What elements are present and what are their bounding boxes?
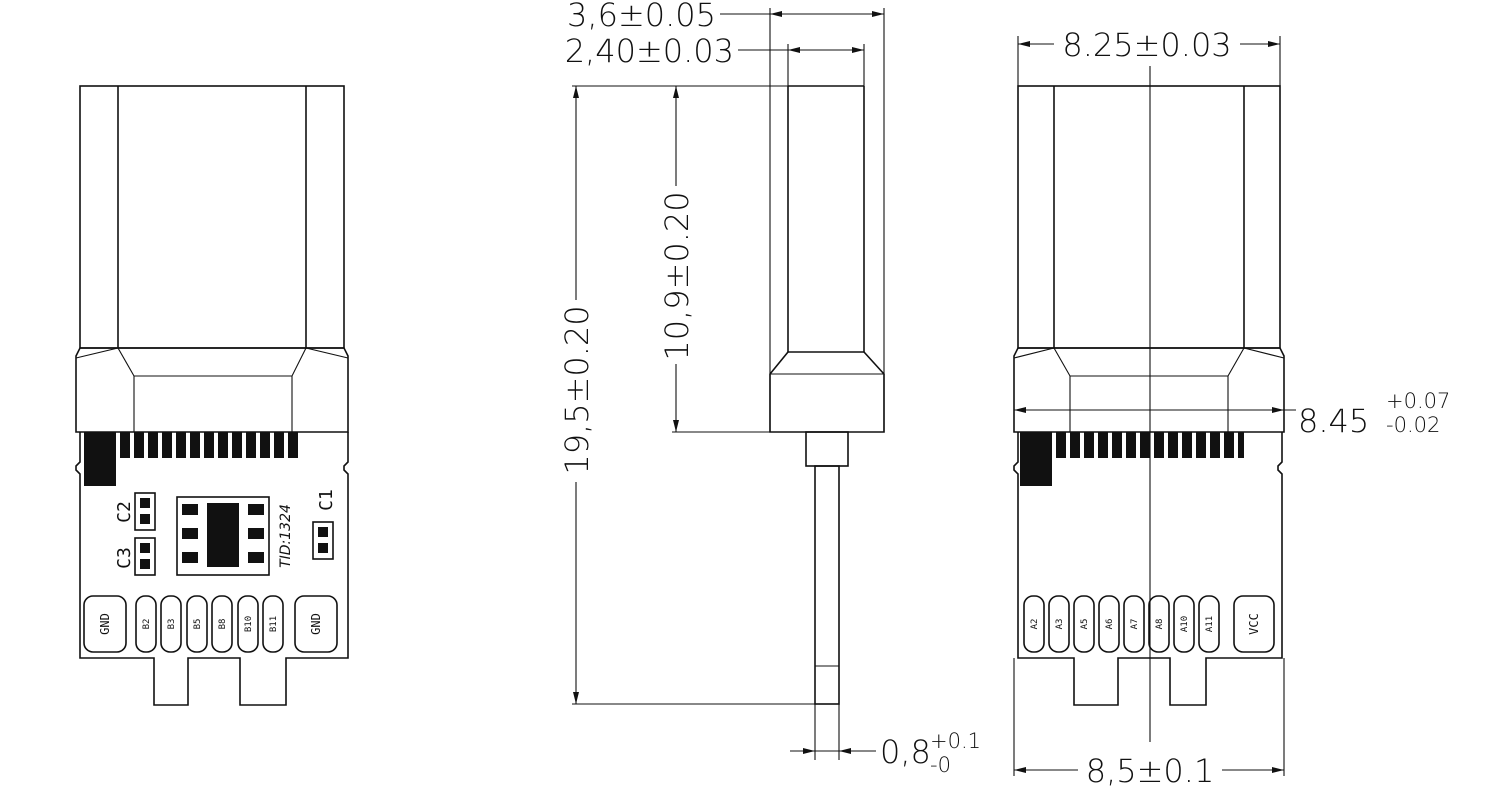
pad-b10 bbox=[237, 595, 259, 653]
pad-label-a11: A11 bbox=[1205, 616, 1215, 632]
pad-a10 bbox=[1173, 595, 1195, 653]
side-board-step bbox=[805, 431, 849, 467]
right-ground-tab bbox=[1020, 432, 1052, 486]
dim-width-mid-tol-lower: -0.02 bbox=[1386, 413, 1440, 437]
pad-label-a6: A6 bbox=[1105, 619, 1115, 630]
dim-width-mid-tol-upper: +0.07 bbox=[1386, 389, 1450, 413]
pad-b2 bbox=[135, 595, 157, 653]
side-board bbox=[814, 465, 840, 705]
pad-a3 bbox=[1048, 595, 1070, 653]
side-view-connector: 3,6±0.05 2,40±0.03 19,5±0.20 10,9±0.20 0… bbox=[558, 0, 981, 777]
pad-a8 bbox=[1148, 595, 1170, 653]
label-c2: C2 bbox=[114, 501, 135, 523]
pad-label-b2: B2 bbox=[142, 619, 152, 630]
cap-c2 bbox=[134, 492, 156, 531]
dim-board-thickness: 0,8 bbox=[880, 733, 931, 771]
pad-label-b8: B8 bbox=[218, 619, 228, 630]
right-pcb-outline bbox=[1013, 432, 1283, 706]
left-shell-outline bbox=[79, 85, 345, 349]
left-ic-chip bbox=[176, 496, 270, 576]
pad-a11 bbox=[1198, 595, 1220, 653]
right-pad-row: A2 A3 A5 A6 A7 A8 A10 A11 VCC bbox=[1023, 595, 1275, 653]
side-collar bbox=[769, 351, 885, 433]
pad-a6 bbox=[1098, 595, 1120, 653]
right-view-connector: A2 A3 A5 A6 A7 A8 A10 A11 VCC 8.25±0.03 … bbox=[1013, 26, 1450, 790]
cap-c1 bbox=[312, 521, 334, 560]
left-collar bbox=[75, 347, 349, 433]
left-view-connector: C2 C3 C1 TID:1324 GND B2 B3 B5 B8 B10 B1… bbox=[75, 85, 349, 706]
pad-b3 bbox=[160, 595, 182, 653]
pad-vcc bbox=[1233, 595, 1275, 653]
dim-board-tol-lower: -0 bbox=[930, 753, 951, 777]
pad-label-gnd-left: GND bbox=[98, 613, 112, 635]
pad-label-a2: A2 bbox=[1030, 619, 1040, 630]
cap-c3 bbox=[134, 537, 156, 576]
pad-label-vcc: VCC bbox=[1247, 613, 1261, 635]
pad-label-b11: B11 bbox=[269, 616, 279, 632]
pad-label-b10: B10 bbox=[244, 616, 254, 632]
dim-width-bottom: 8,5±0.1 bbox=[1086, 752, 1215, 790]
left-ground-tab bbox=[84, 432, 116, 486]
pad-label-a10: A10 bbox=[1180, 616, 1190, 632]
pad-label-a8: A8 bbox=[1155, 619, 1165, 630]
pad-label-a7: A7 bbox=[1130, 619, 1140, 630]
pad-gnd-left bbox=[83, 595, 127, 653]
left-pcb-outline bbox=[75, 432, 349, 706]
left-collar-bevel bbox=[75, 347, 349, 377]
right-collar bbox=[1013, 347, 1285, 433]
label-tid: TID:1324 bbox=[278, 504, 294, 568]
label-c1: C1 bbox=[316, 489, 337, 511]
dim-total-length: 19,5±0.20 bbox=[558, 305, 596, 474]
pad-label-a5: A5 bbox=[1080, 619, 1090, 630]
pad-b11 bbox=[262, 595, 284, 653]
dim-board-tol-upper: +0.1 bbox=[930, 729, 981, 753]
pad-label-gnd-right: GND bbox=[309, 613, 323, 635]
dim-width-mid: 8.45 bbox=[1298, 402, 1369, 440]
label-c3: C3 bbox=[114, 547, 135, 569]
pad-a5 bbox=[1073, 595, 1095, 653]
left-pad-row: GND B2 B3 B5 B8 B10 B11 GND bbox=[83, 595, 338, 653]
pad-a2 bbox=[1023, 595, 1045, 653]
dim-width-top: 8.25±0.03 bbox=[1062, 26, 1231, 64]
pad-label-b5: B5 bbox=[193, 619, 203, 630]
pad-gnd-right bbox=[294, 595, 338, 653]
dim-thickness: 3,6±0.05 bbox=[567, 0, 716, 34]
dim-shell-length: 10,9±0.20 bbox=[658, 191, 696, 360]
right-shell-outline bbox=[1017, 85, 1281, 349]
pad-label-a3: A3 bbox=[1055, 619, 1065, 630]
pad-b8 bbox=[211, 595, 233, 653]
dim-shell-thickness: 2,40±0.03 bbox=[565, 32, 734, 70]
pad-label-b3: B3 bbox=[167, 619, 177, 630]
pad-b5 bbox=[186, 595, 208, 653]
pad-a7 bbox=[1123, 595, 1145, 653]
